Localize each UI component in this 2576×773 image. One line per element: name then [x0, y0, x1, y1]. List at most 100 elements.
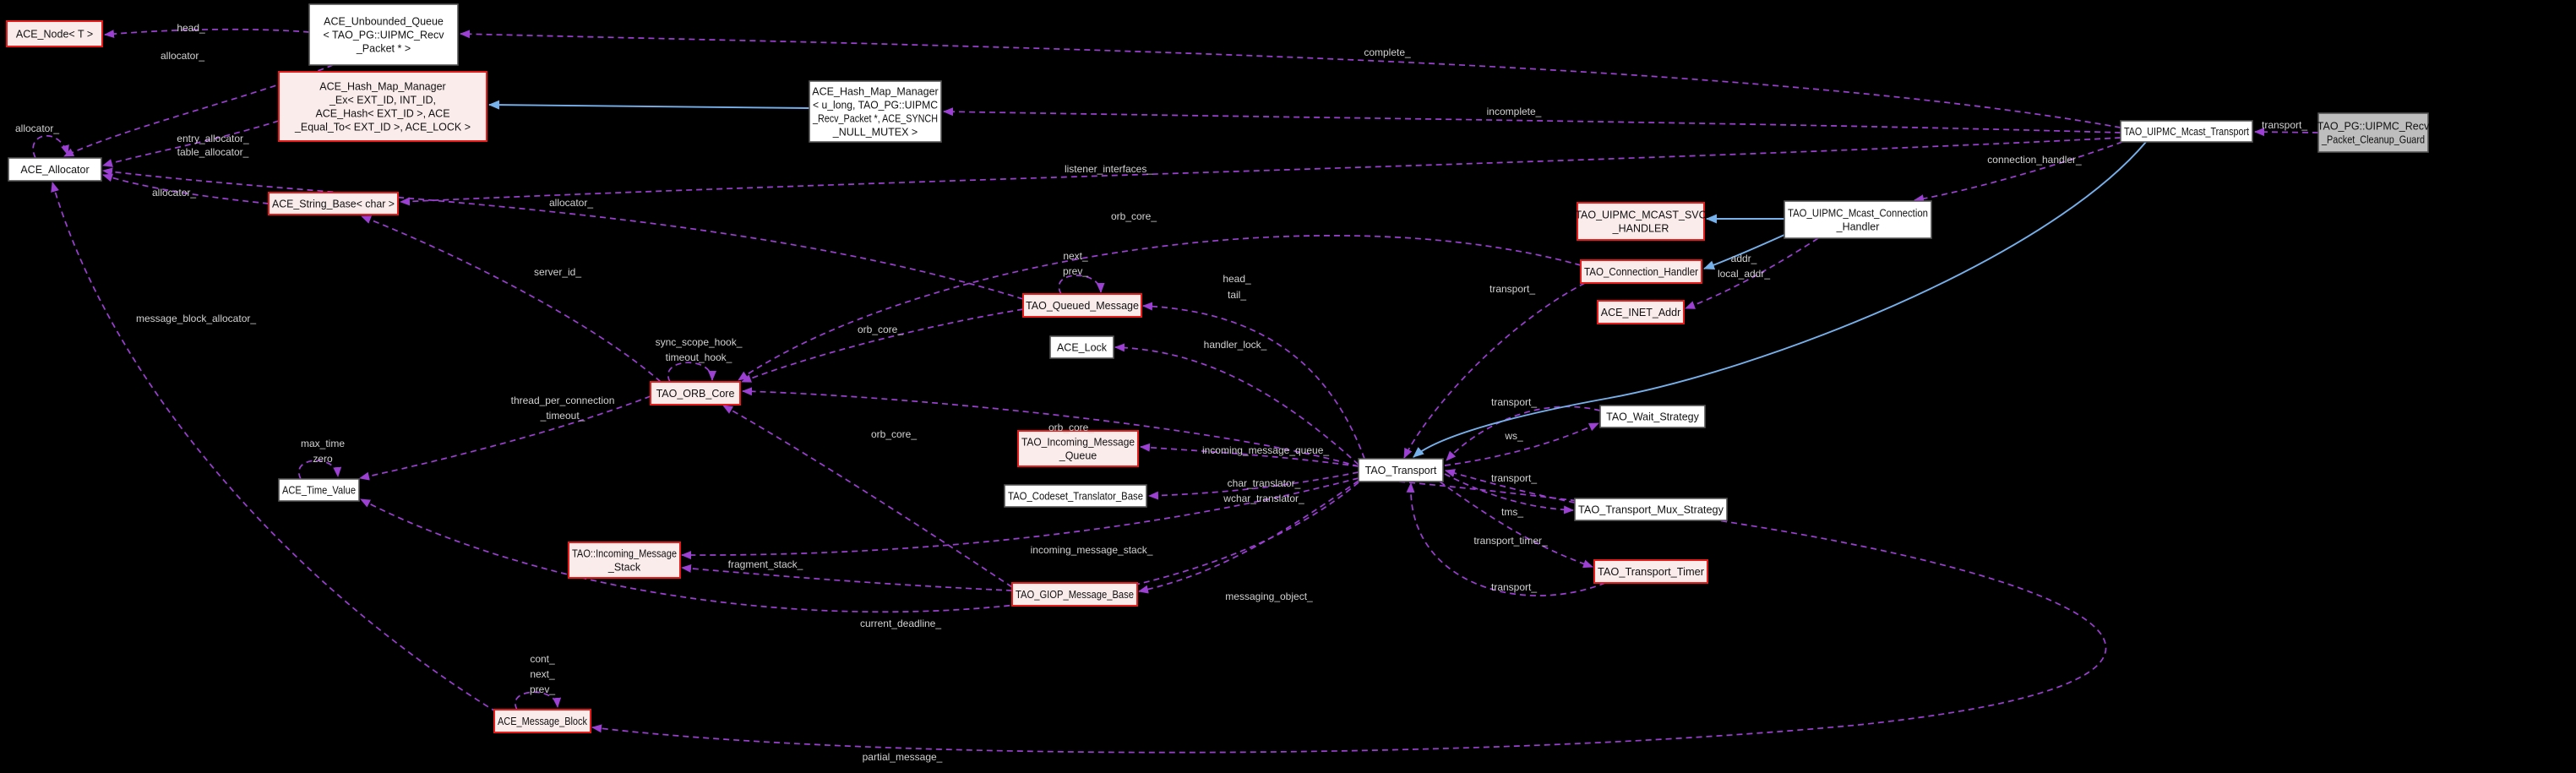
edge-label-allocator: allocator_	[15, 122, 59, 134]
class-node-ace-node[interactable]: ACE_Node< T >	[6, 20, 103, 47]
edge-label-orb-core: orb_core_	[871, 428, 917, 440]
class-node-label: _Packet * >	[356, 43, 411, 55]
edge-labels-layer: head_allocator_complete_incomplete_liste…	[15, 22, 2307, 763]
class-node-tao-incoming-message-queue[interactable]: TAO_Incoming_Message_Queue	[1017, 430, 1139, 467]
edge-label-connection-handler: connection_handler_	[1987, 154, 2082, 166]
class-node-label: TAO_UIPMC_Mcast_Connection	[1788, 208, 1928, 220]
edge-label-table-allocator: table_allocator_	[177, 146, 249, 158]
class-node-label: TAO_Transport_Mux_Strategy	[1578, 504, 1724, 516]
edge-fragment-stack	[681, 563, 1013, 591]
class-node-ace-inet-addr[interactable]: ACE_INET_Addr	[1597, 300, 1685, 324]
edge-transport-from-conn	[1403, 282, 1586, 459]
edge-label-handler-lock: handler_lock_	[1204, 339, 1267, 351]
edge-mcast-conn-inherits-conn	[1703, 234, 1785, 269]
edge-transport-timer	[1439, 481, 1593, 569]
edge-head-tail	[1142, 302, 1365, 460]
edge-message-block-allocator	[51, 182, 498, 713]
edge-allocator-from-string	[102, 173, 270, 204]
edge-label-fragment-stack: fragment_stack_	[728, 558, 803, 570]
edge-label-incoming-message-queue: incoming_message_queue_	[1202, 444, 1329, 456]
class-node-label: _Handler	[1836, 221, 1880, 233]
edges-layer	[32, 28, 2319, 754]
class-node-label: TAO_ORB_Core	[656, 388, 735, 400]
class-node-label: TAO_Transport	[1365, 465, 1437, 476]
class-node-ace-message-block[interactable]: ACE_Message_Block	[493, 709, 591, 733]
class-node-tao-pg-uipmc-recv-packet-cleanup-guard[interactable]: TAO_PG::UIPMC_Recv_Packet_Cleanup_Guard	[2317, 112, 2430, 153]
class-node-ace-hash-map-manager-ex[interactable]: ACE_Hash_Map_Manager_Ex< EXT_ID, INT_ID,…	[278, 71, 487, 142]
edge-label-tms: tms_	[1501, 506, 1523, 518]
edge-listener-interfaces	[400, 137, 2121, 206]
edge-complete	[460, 30, 2121, 128]
class-node-label: TAO_Codeset_Translator_Base	[1008, 491, 1143, 503]
class-node-tao-uipmc-mcast-transport[interactable]: TAO_UIPMC_Mcast_Transport	[2120, 120, 2253, 143]
edge-entry-table-allocator	[102, 120, 280, 167]
edge-label-transport-timer: transport_timer_	[1473, 535, 1548, 547]
class-node-tao-uipmc-mcast-connection-handler[interactable]: TAO_UIPMC_Mcast_Connection_Handler	[1784, 200, 1932, 239]
edge-messaging-object	[1138, 480, 1359, 594]
edge-label-allocator: allocator_	[161, 50, 204, 62]
class-node-label: TAO_UIPMC_MCAST_SVC	[1575, 210, 1706, 221]
class-node-tao-transport[interactable]: TAO_Transport	[1358, 458, 1444, 482]
nodes-layer: ACE_Node< T > ACE_Unbounded_Queue< TAO_PG…	[6, 3, 2430, 733]
edge-label-transport: transport_	[1490, 283, 1535, 295]
edge-time-value-self	[297, 460, 342, 480]
class-node-tao-orb-core[interactable]: TAO_ORB_Core	[650, 381, 741, 406]
class-node-label: TAO_UIPMC_Mcast_Transport	[2124, 126, 2249, 138]
class-node-ace-string-base[interactable]: ACE_String_Base< char >	[268, 192, 399, 215]
class-node-label: ACE_Unbounded_Queue	[324, 16, 444, 28]
class-node-tao-queued-message[interactable]: TAO_Queued_Message	[1022, 293, 1142, 318]
class-node-ace-allocator[interactable]: ACE_Allocator	[8, 157, 102, 182]
class-node-tao-uipmc-mcast-svc-handler[interactable]: TAO_UIPMC_MCAST_SVC_HANDLER	[1575, 202, 1707, 241]
edge-label-message-block-allocator: message_block_allocator_	[136, 313, 256, 324]
class-node-ace-lock[interactable]: ACE_Lock	[1049, 335, 1114, 359]
class-node-tao-connection-handler[interactable]: TAO_Connection_Handler	[1580, 259, 1702, 284]
edge-orb-core-from-giop	[722, 405, 1013, 588]
class-node-label: ACE_Hash< EXT_ID >, ACE	[315, 108, 449, 120]
class-node-tao-transport-timer[interactable]: TAO_Transport_Timer	[1593, 559, 1708, 584]
edge-label-next: next_	[530, 668, 555, 680]
edge-label-thread-per-connection: thread_per_connection	[511, 395, 615, 406]
class-node-ace-unbounded-queue[interactable]: ACE_Unbounded_Queue< TAO_PG::UIPMC_Recv_…	[308, 3, 459, 66]
class-node-label: TAO::Incoming_Message	[572, 548, 677, 560]
edge-tms	[1444, 473, 1574, 514]
edge-server-id	[361, 215, 662, 383]
class-node-tao-transport-mux-strategy[interactable]: TAO_Transport_Mux_Strategy	[1574, 498, 1728, 521]
edge-label-ws: ws_	[1504, 430, 1523, 442]
edge-label-transport: transport_	[1491, 396, 1537, 408]
edge-label-allocator: allocator_	[549, 197, 593, 209]
edge-mcast-transport-inherits-transport	[1413, 141, 2147, 458]
class-node-label: TAO_Incoming_Message	[1021, 437, 1135, 449]
class-node-tao-incoming-message-stack[interactable]: TAO::Incoming_Message_Stack	[568, 542, 681, 579]
class-node-label: TAO_PG::UIPMC_Recv	[2317, 121, 2430, 133]
class-node-label: _Packet_Cleanup_Guard	[2321, 134, 2425, 146]
edge-transport-from-ws	[1446, 406, 1601, 461]
class-node-label: ACE_Hash_Map_Manager	[812, 86, 938, 98]
class-node-label: ACE_INET_Addr	[1601, 307, 1680, 318]
class-node-tao-wait-strategy[interactable]: TAO_Wait_Strategy	[1599, 405, 1706, 428]
edge-label-head: head_	[177, 22, 205, 34]
edge-current-deadline	[360, 482, 1359, 613]
edge-label-incomplete: incomplete_	[1487, 106, 1542, 117]
edge-handler-lock	[1114, 343, 1359, 465]
class-node-label: ACE_Node< T >	[16, 29, 93, 41]
edge-orb-core-from-queued	[741, 308, 1024, 383]
edge-incomplete	[943, 107, 2121, 133]
edge-orb-core-from-transport	[742, 387, 1359, 467]
edge-partial-message	[591, 481, 2107, 754]
edge-transport-from-timer	[1406, 482, 1606, 596]
class-node-label: _Stack	[607, 562, 641, 574]
edge-label-addr: addr_	[1731, 253, 1757, 264]
class-node-tao-codeset-translator-base[interactable]: TAO_Codeset_Translator_Base	[1004, 484, 1147, 508]
edge-queued-self	[1058, 275, 1105, 295]
class-node-ace-hash-map-manager[interactable]: ACE_Hash_Map_Manager< u_long, TAO_PG::UI…	[809, 80, 942, 143]
class-node-label: ACE_String_Base< char >	[272, 199, 395, 210]
edge-orb-core-self	[667, 362, 716, 383]
class-node-label: < u_long, TAO_PG::UIPMC	[813, 100, 938, 112]
class-node-label: ACE_Time_Value	[282, 485, 356, 497]
class-node-ace-time-value[interactable]: ACE_Time_Value	[278, 478, 360, 502]
edge-label-char-translator: char_translator_	[1228, 477, 1301, 489]
class-node-tao-giop-message-base[interactable]: TAO_GIOP_Message_Base	[1011, 582, 1138, 607]
edge-incoming-message-stack	[681, 477, 1359, 560]
edge-message-block-self	[515, 691, 562, 710]
